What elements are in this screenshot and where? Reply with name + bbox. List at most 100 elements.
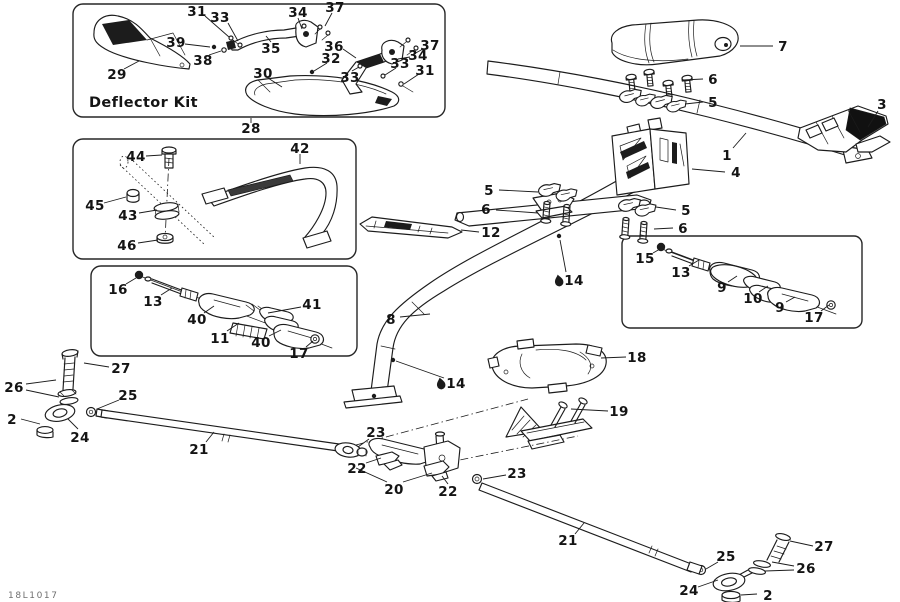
leader-20 <box>402 472 433 483</box>
callout-22-a: 22 <box>347 461 367 477</box>
callout-6-r: 6 <box>678 221 688 237</box>
callout-5-r: 5 <box>681 203 691 219</box>
callout-23-b: 23 <box>507 466 527 482</box>
leader-26-l <box>25 389 60 398</box>
callout-26-r: 26 <box>796 561 816 577</box>
callout-31-b: 31 <box>415 63 435 79</box>
leader-13-l <box>160 287 173 296</box>
leader-15 <box>652 248 661 254</box>
callout-33-c: 33 <box>390 56 410 72</box>
callout-14-b: 14 <box>446 376 466 392</box>
leader-32 <box>313 62 328 72</box>
leader-31-a <box>204 15 230 38</box>
part-wear-plate <box>359 216 463 239</box>
part-cap-45 <box>126 188 140 203</box>
leader-22-a <box>365 457 382 464</box>
leader-dot-14-a <box>556 233 562 239</box>
leader-34-b <box>397 56 411 60</box>
part-nut-46 <box>156 232 174 244</box>
leader-4 <box>691 168 726 173</box>
leader-13-r <box>688 259 700 267</box>
callout-32: 32 <box>321 51 341 67</box>
frame-handle-kit <box>72 138 357 260</box>
lubrication-icon <box>436 377 446 390</box>
leader-31-b <box>403 73 420 85</box>
frame-tie-rod-left <box>90 265 358 357</box>
callout-12: 12 <box>481 225 501 241</box>
part-handlebar-pad <box>610 19 739 66</box>
callout-45: 45 <box>85 198 105 214</box>
callout-34-a: 34 <box>288 5 308 21</box>
callout-31-a: 31 <box>187 4 207 20</box>
leader-19 <box>570 408 609 412</box>
leader-17-r <box>820 304 830 312</box>
leader-5-r <box>655 206 677 211</box>
leader-37-b <box>411 48 424 56</box>
leader-43 <box>138 209 158 214</box>
leader-17-l <box>305 340 314 348</box>
part-grip-strip <box>797 105 891 153</box>
leader-10 <box>758 285 769 293</box>
callout-23-a: 23 <box>366 425 386 441</box>
part-deflector-left <box>93 14 191 70</box>
deflector-kit-title: Deflector Kit <box>89 95 198 111</box>
frame-tie-rod-right <box>621 235 863 329</box>
leader-1 <box>732 132 747 149</box>
callout-44: 44 <box>126 149 146 165</box>
callout-leader-lines <box>20 12 879 596</box>
part-tie-rod-assembly-right <box>656 242 837 315</box>
callout-9-b: 9 <box>775 300 785 316</box>
leader-29 <box>123 60 140 70</box>
part-clamp-43 <box>153 202 180 220</box>
part-tie-rod-21-right <box>478 482 695 573</box>
leader-2-l <box>20 418 41 425</box>
callout-37-b: 37 <box>420 38 440 54</box>
callout-25-r: 25 <box>716 549 736 565</box>
part-bracket-19 <box>505 397 593 450</box>
leader-40-a <box>203 305 215 314</box>
callout-24-l: 24 <box>70 430 90 446</box>
leader-39 <box>184 43 211 48</box>
leader-23-b <box>482 474 507 480</box>
leader-45 <box>103 196 127 204</box>
callout-18: 18 <box>627 350 647 366</box>
frame-deflector-kit <box>72 3 446 118</box>
leader-27-r <box>789 540 814 547</box>
leader-6-r <box>653 227 674 230</box>
callout-30: 30 <box>253 66 273 82</box>
part-tie-rod-assembly-left <box>134 270 333 350</box>
leader-30 <box>267 77 283 88</box>
leader-14-a <box>559 239 567 273</box>
leader-6-top <box>682 78 704 81</box>
callout-34-b: 34 <box>408 48 428 64</box>
leader-24-r <box>697 579 719 588</box>
callout-36: 36 <box>324 39 344 55</box>
leader-23-a <box>357 438 370 448</box>
leader-11 <box>226 322 240 332</box>
callout-3: 3 <box>877 97 887 113</box>
linkage-right <box>686 532 791 602</box>
callout-7: 7 <box>778 39 788 55</box>
leader-33-a <box>227 22 239 42</box>
callout-42: 42 <box>290 141 310 157</box>
callout-4: 4 <box>731 165 741 181</box>
part-bellcrank <box>334 431 483 485</box>
callout-10: 10 <box>743 291 763 307</box>
callout-19: 19 <box>609 404 629 420</box>
callout-11: 11 <box>210 331 230 347</box>
part-deflector-right <box>245 75 400 117</box>
leader-33-c <box>384 67 397 76</box>
callout-13-r: 13 <box>671 265 691 281</box>
leader-16 <box>125 277 137 285</box>
callout-37-a: 37 <box>325 0 345 16</box>
part-riser-block <box>611 117 690 196</box>
part-tie-rod-21-left <box>100 409 340 452</box>
part-bolt-44 <box>161 146 177 241</box>
leader-3 <box>867 110 879 128</box>
callout-20: 20 <box>384 482 404 498</box>
leader-24-l <box>67 418 79 430</box>
part-handle-42 <box>201 166 338 249</box>
part-bracket-36 <box>309 37 419 95</box>
